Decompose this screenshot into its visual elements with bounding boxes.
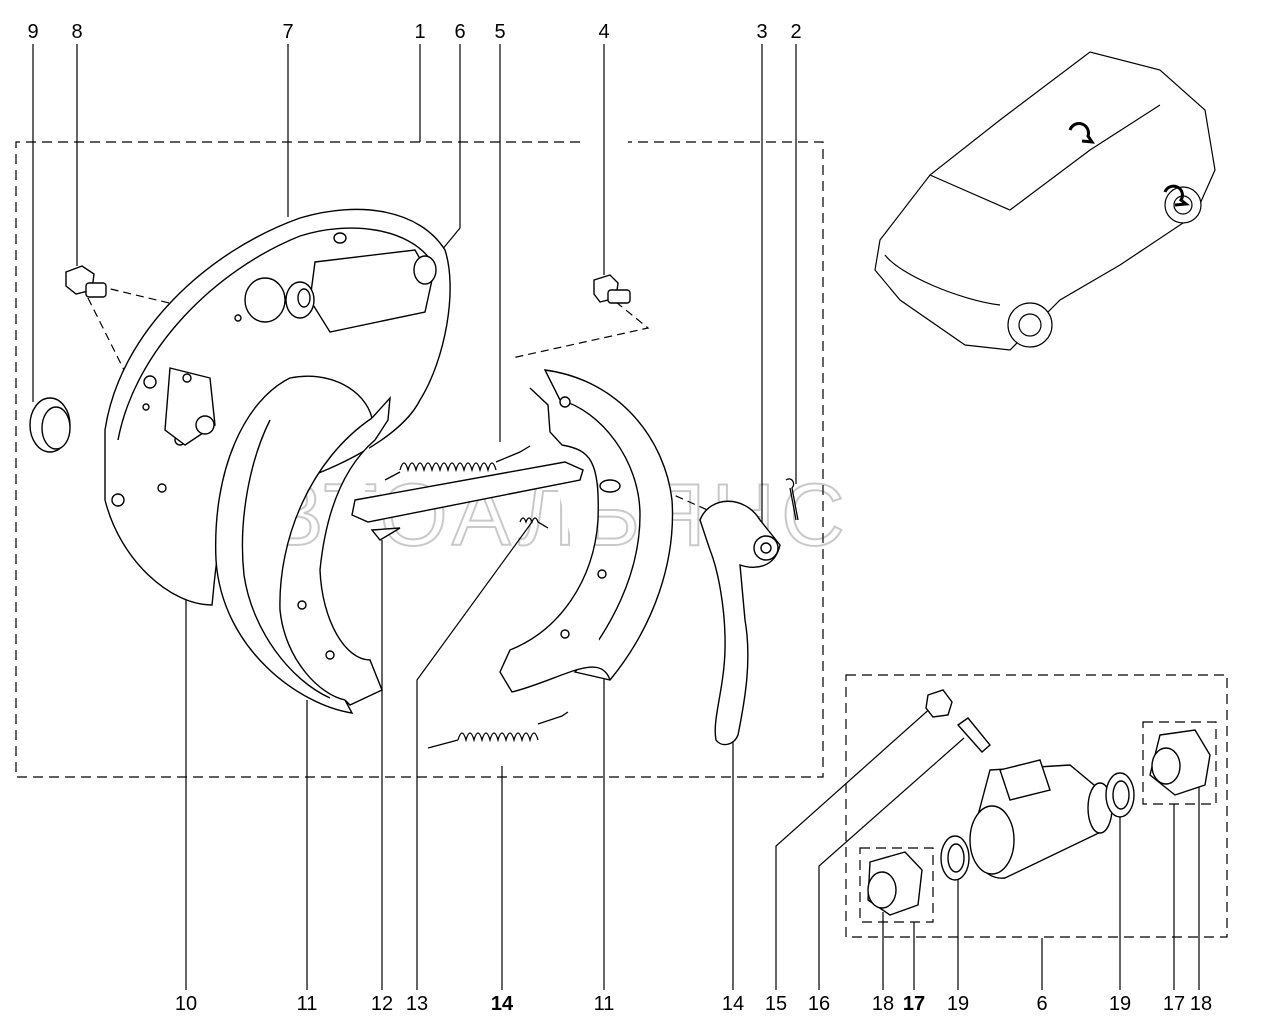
callout-bottom: 10 — [175, 993, 197, 1015]
bleeder-valve-icon — [956, 717, 991, 753]
callout-top: 4 — [598, 21, 609, 43]
callout-top: 3 — [756, 21, 767, 43]
callout-top: 8 — [71, 21, 82, 43]
callout-bottom: 11 — [297, 993, 318, 1015]
small-spring — [519, 517, 549, 529]
piston-icon — [867, 729, 1211, 916]
callout-bottom: 12 — [371, 993, 393, 1015]
seal-ring-icon — [940, 772, 1135, 881]
callout-bottom: 14 — [491, 993, 514, 1015]
lower-spring — [427, 711, 569, 749]
callout-top: 2 — [790, 21, 801, 43]
wheel-cylinder-exploded — [969, 759, 1113, 879]
callout-bottom: 16 — [808, 993, 830, 1015]
callouts-top: 9 8 7 1 6 5 4 3 2 — [27, 21, 801, 43]
brake-shoe-left — [214, 375, 391, 714]
bolt-icon — [65, 265, 631, 304]
callout-bottom: 17 — [903, 993, 925, 1015]
callout-bottom: 18 — [872, 993, 894, 1015]
upper-spring — [384, 445, 531, 481]
callout-bottom: 11 — [594, 993, 615, 1015]
callout-bottom: 13 — [406, 993, 428, 1015]
spacer-bar — [351, 461, 584, 541]
callout-bottom: 15 — [765, 993, 787, 1015]
callout-top: 5 — [494, 21, 505, 43]
callout-bottom: 6 — [1036, 993, 1047, 1015]
callout-top: 6 — [454, 21, 465, 43]
anchor-block — [164, 367, 216, 446]
callout-bottom: 14 — [722, 993, 744, 1015]
callout-top: 7 — [282, 21, 293, 43]
cotter-pin — [785, 478, 799, 521]
callout-bottom: 19 — [1109, 993, 1131, 1015]
cylinder-group-frame — [845, 674, 1228, 938]
brake-group-frame — [15, 141, 824, 778]
callout-bottom: 19 — [947, 993, 969, 1015]
callout-top: 9 — [27, 21, 38, 43]
callout-bottom: 18 — [1190, 993, 1212, 1015]
callout-top: 1 — [414, 21, 425, 43]
parking-lever — [699, 500, 781, 746]
plug-icon — [29, 397, 71, 453]
brake-shoe-right — [499, 369, 674, 693]
callouts-bottom: 10 11 12 13 14 11 14 15 16 18 17 19 6 19… — [175, 993, 1212, 1015]
car-thumbnail — [874, 51, 1216, 351]
wheel-cylinder-assembled — [285, 232, 437, 333]
callout-bottom: 17 — [1163, 993, 1185, 1015]
dust-cap-icon — [925, 689, 953, 718]
